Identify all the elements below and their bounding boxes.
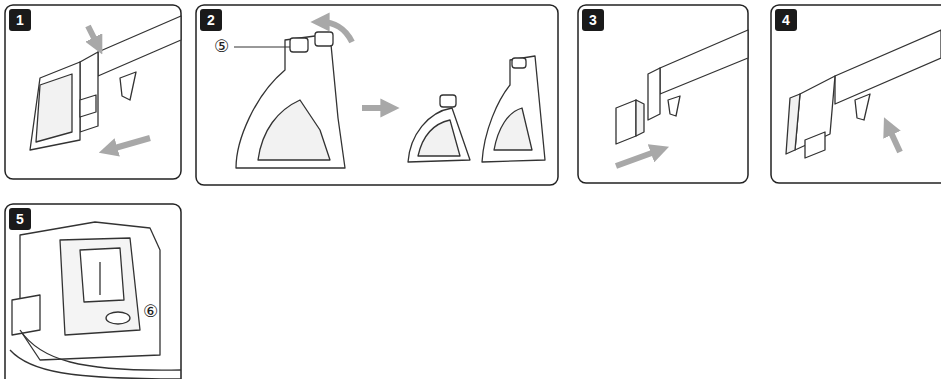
motion-arrow	[320, 22, 352, 42]
panel	[5, 204, 181, 379]
step-badge: 5	[9, 208, 31, 230]
step-number: 5	[16, 211, 24, 227]
panel	[578, 5, 748, 183]
callout-number: ⑥	[142, 303, 159, 320]
step-badge: 2	[200, 9, 222, 31]
motion-arrow	[108, 138, 150, 150]
tool-drawing	[30, 16, 181, 150]
step-badge: 4	[775, 9, 797, 31]
step-badge: 3	[582, 9, 604, 31]
motion-arrow	[616, 150, 660, 166]
step-badge: 1	[9, 9, 31, 31]
step-number: 3	[589, 12, 597, 28]
step-number: 2	[207, 12, 215, 28]
tool-drawing	[786, 30, 941, 158]
tool-drawing	[616, 30, 748, 144]
panel	[771, 5, 941, 183]
motion-arrow	[362, 105, 390, 111]
leader-line	[234, 47, 290, 48]
tool-drawing	[236, 32, 545, 168]
machine-drawing	[10, 222, 181, 379]
panel	[5, 5, 181, 179]
panel	[196, 5, 558, 185]
step-number: 1	[16, 12, 24, 28]
callout-number: ⑤	[213, 38, 230, 55]
motion-arrow	[888, 126, 900, 152]
motion-arrow	[88, 26, 98, 46]
step-number: 4	[782, 12, 790, 28]
